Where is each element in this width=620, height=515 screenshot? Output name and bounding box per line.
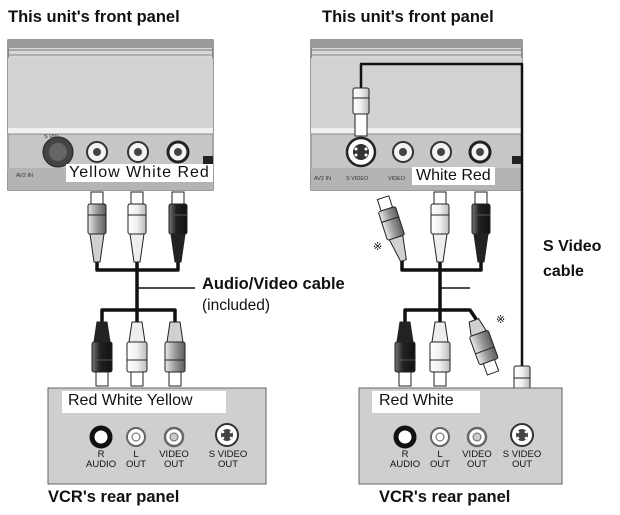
left-front-plugs <box>87 191 188 263</box>
asterisk-mark-top: ※ <box>373 241 383 253</box>
left-front-jacks <box>42 136 190 168</box>
left-rear-jack-labels: Red White Yellow <box>68 392 193 409</box>
right-front-video-text: VIDEO <box>388 176 406 182</box>
av-cable-note: (included) <box>202 297 271 314</box>
left-rear-panel-title: VCR's rear panel <box>48 488 180 506</box>
left-rear-panel <box>47 387 267 485</box>
right-rear-panel-title: VCR's rear panel <box>379 488 511 506</box>
left-front-jack-labels: Yellow White Red <box>66 164 213 182</box>
right-front-svideo-text: S VIDEO <box>346 176 369 182</box>
right-front-jacks <box>345 136 492 168</box>
left-rear-plugs <box>91 321 186 387</box>
av-cable-label: Audio/Video cable <box>202 275 345 293</box>
left-av-cable <box>95 260 180 322</box>
right-rear-plugs <box>394 317 500 387</box>
right-front-plugs <box>376 191 491 263</box>
right-av-cable <box>400 258 483 323</box>
left-front-panel-title: This unit's front panel <box>8 8 180 26</box>
right-front-small-text3: AV2 IN <box>314 176 332 182</box>
right-front-panel-title: This unit's front panel <box>322 8 494 26</box>
left-front-small-text: AV2 IN <box>16 173 34 179</box>
s-video-cable-label-line2: cable <box>543 263 584 280</box>
asterisk-mark-bottom: ※ <box>496 314 506 326</box>
right-rear-panel <box>358 387 563 485</box>
left-front-svideo-text: S VID <box>44 134 59 140</box>
right-rear-jack-labels: Red White <box>379 392 454 409</box>
right-front-jack-labels: White Red <box>412 167 495 185</box>
s-video-cable-label-line1: S Video <box>543 238 602 255</box>
